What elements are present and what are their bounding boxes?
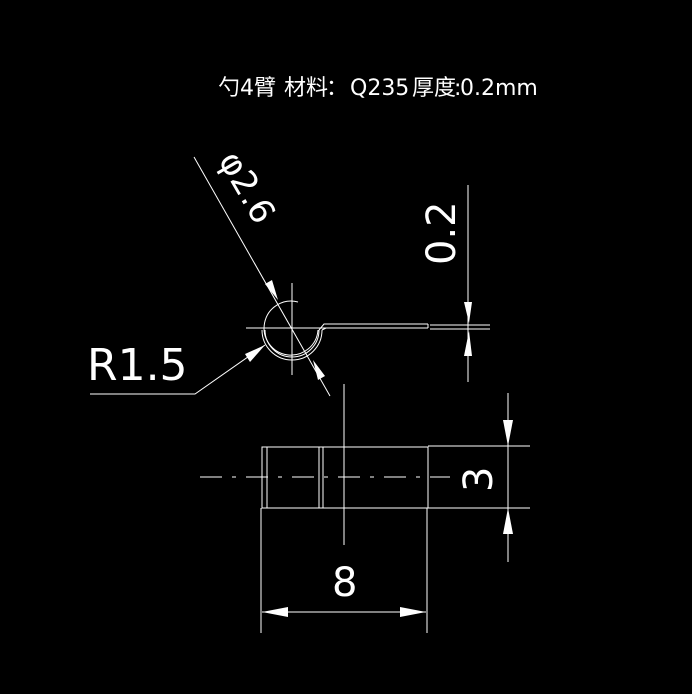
diameter-arrow-top-icon (265, 280, 278, 300)
height-label: 3 (456, 467, 502, 492)
thickness-dimension: 0.2 (419, 185, 472, 382)
thickness-label: 0.2 (419, 201, 465, 265)
length-arrow-right-icon (400, 607, 426, 617)
thickness-arrow-top-icon (464, 302, 472, 323)
length-dimension: 8 (260, 508, 428, 633)
diameter-label: φ2.6 (210, 145, 283, 231)
title-part-name: 勺4臂 (218, 76, 276, 101)
strip-bottom-line (321, 327, 428, 331)
radius-leader-line (90, 344, 266, 395)
side-view (246, 283, 490, 375)
radius-label: R1.5 (87, 340, 188, 391)
height-arrow-bottom-icon (503, 508, 513, 534)
diameter-leader-line (193, 156, 331, 397)
title-thickness-value: 0.2mm (460, 76, 538, 101)
title-thickness-label: 厚度 (412, 76, 456, 101)
curl-outer-arc-2 (261, 329, 323, 361)
top-view-outline (261, 446, 429, 509)
height-dimension: 3 (428, 393, 530, 562)
title-material-label: 材料 (284, 76, 328, 101)
radius-arrow-icon (245, 345, 265, 362)
title-thickness-sep: : (454, 76, 461, 101)
thickness-arrow-bottom-icon (464, 331, 472, 356)
height-arrow-top-icon (503, 420, 513, 446)
diameter-arrow-bottom-icon (313, 360, 325, 380)
curl-outer-arc-1 (264, 329, 320, 358)
length-arrow-left-icon (262, 607, 288, 617)
length-label: 8 (332, 560, 357, 606)
strip-top-line (318, 323, 428, 331)
diameter-dimension: φ2.6 (193, 145, 331, 397)
radius-dimension: R1.5 (87, 340, 266, 395)
title-material-value: Q235 (350, 76, 409, 101)
top-view (200, 384, 450, 545)
title-material-sep: ： (326, 76, 348, 101)
